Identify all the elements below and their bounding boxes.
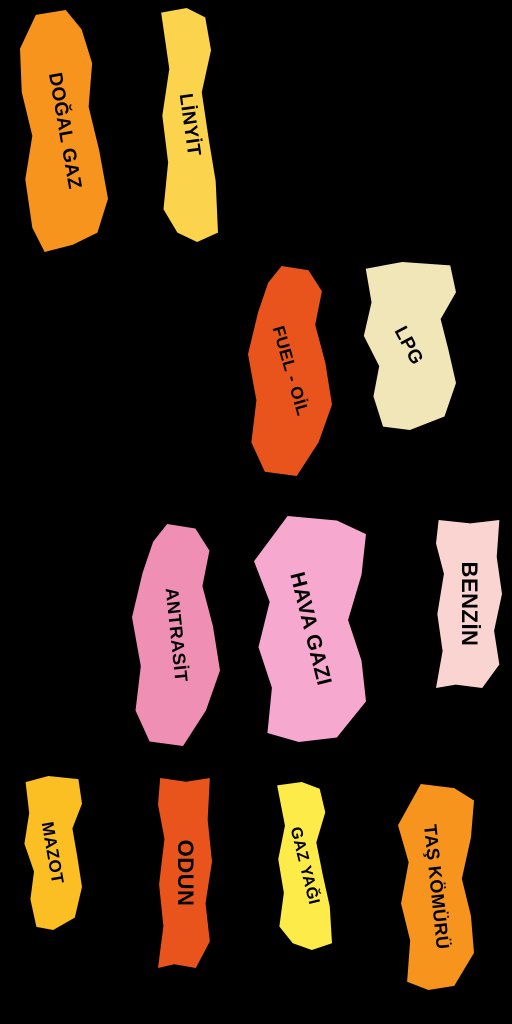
dogal-gaz-tag[interactable]: DOĞAL GAZ [20, 10, 108, 252]
gaz-yagi-tag[interactable]: GAZ YAĞI [277, 782, 332, 950]
mazot-label: MAZOT [37, 820, 68, 886]
lpg-label: LPG [389, 322, 428, 369]
gaz-yagi-label: GAZ YAĞI [286, 825, 323, 907]
linyit-label: LİNYİT [174, 92, 205, 158]
fuel-oil-tag[interactable]: FUEL - OİL [248, 266, 332, 476]
fuel-oil-label: FUEL - OİL [268, 323, 313, 418]
benzin-label: BENZİN [457, 561, 482, 647]
benzin-tag[interactable]: BENZİN [436, 520, 502, 688]
lpg-tag[interactable]: LPG [363, 262, 456, 430]
tas-komuru-label: TAŞ KÖMÜRÜ [419, 823, 454, 951]
mazot-tag[interactable]: MAZOT [24, 776, 82, 930]
odun-tag[interactable]: ODUN [158, 778, 212, 968]
antrasit-tag[interactable]: ANTRASİT [132, 524, 220, 746]
linyit-tag[interactable]: LİNYİT [161, 8, 218, 242]
dogal-gaz-label: DOĞAL GAZ [43, 70, 86, 191]
antrasit-label: ANTRASİT [161, 586, 192, 684]
hava-gazi-label: HAVA GAZI [285, 569, 336, 688]
odun-label: ODUN [173, 839, 198, 907]
hava-gazi-tag[interactable]: HAVA GAZI [254, 516, 366, 742]
tas-komuru-tag[interactable]: TAŞ KÖMÜRÜ [398, 784, 474, 990]
